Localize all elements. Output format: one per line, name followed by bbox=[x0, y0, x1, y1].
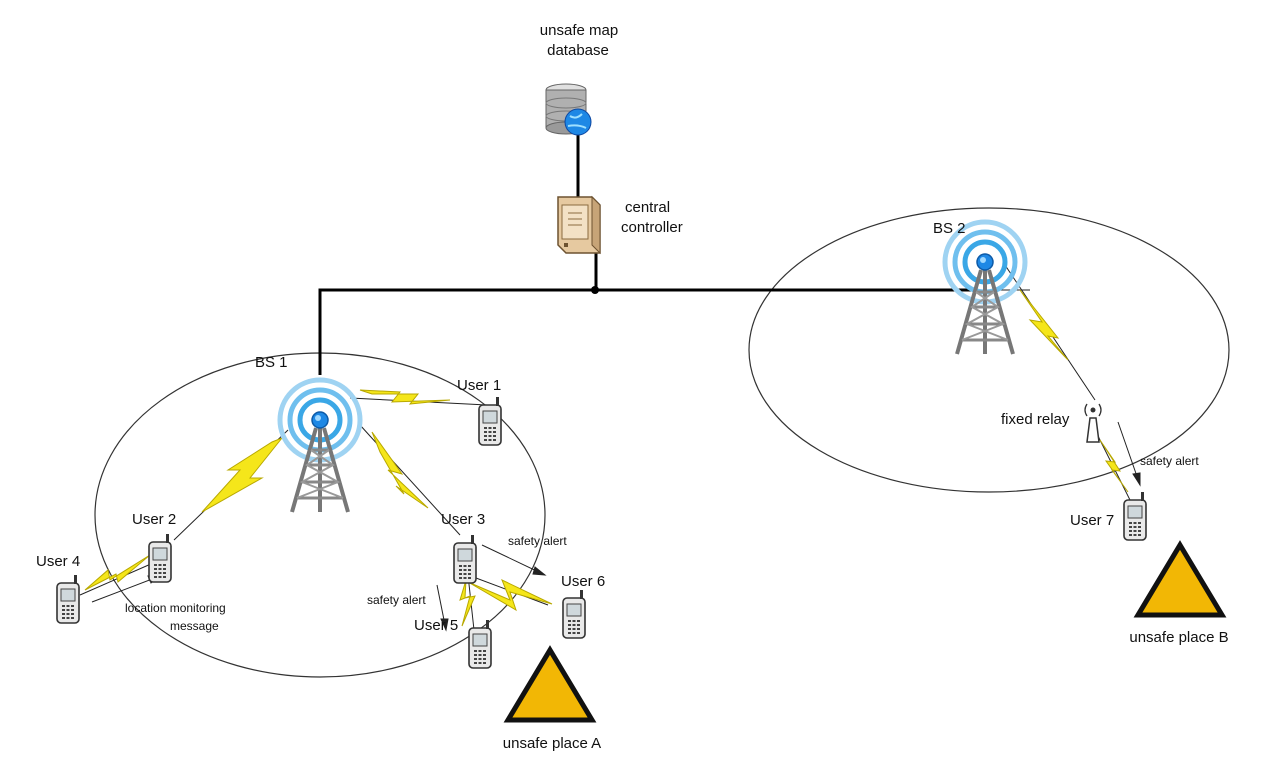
mobile-phone-icon-user4 bbox=[56, 574, 80, 624]
warning-triangle-icon-a bbox=[508, 650, 592, 720]
location-message-label-line1: location monitoring bbox=[125, 601, 226, 615]
safety-alert-label-user6: safety alert bbox=[508, 534, 567, 548]
wireless-links bbox=[84, 289, 1129, 627]
radio-tower-icon-bs1 bbox=[280, 380, 360, 512]
mobile-phone-icon-user1 bbox=[478, 396, 502, 446]
mobile-phone-icon-user7 bbox=[1123, 491, 1147, 541]
lightning-icon bbox=[459, 579, 476, 627]
wire-junction bbox=[591, 286, 599, 294]
user7-label: User 7 bbox=[1070, 512, 1114, 529]
warning-triangle-icon-b bbox=[1138, 545, 1222, 615]
safety-alert-label-user7: safety alert bbox=[1140, 454, 1199, 468]
lightning-icon bbox=[201, 436, 284, 513]
bs2-coverage-area bbox=[748, 207, 1230, 493]
mobile-phone-icon-user5 bbox=[468, 619, 492, 669]
database-icon bbox=[545, 83, 592, 136]
location-message-label-line2: message bbox=[170, 619, 219, 633]
server-icon bbox=[557, 195, 601, 255]
antenna-icon bbox=[1084, 403, 1102, 443]
message-arrows bbox=[91, 421, 1141, 632]
backbone-wires bbox=[318, 135, 975, 375]
lightning-icon bbox=[467, 578, 553, 612]
user6-label: User 6 bbox=[561, 573, 605, 590]
unsafe-place-a-label: unsafe place A bbox=[503, 735, 601, 752]
bs1-label: BS 1 bbox=[255, 354, 288, 371]
lightning-icon bbox=[1019, 289, 1069, 361]
lightning-icon bbox=[1099, 439, 1129, 493]
user4-label: User 4 bbox=[36, 553, 80, 570]
mobile-phone-icon-user3 bbox=[453, 534, 477, 584]
controller-label-line1: central bbox=[625, 199, 670, 216]
database-label-line2: database bbox=[547, 42, 609, 59]
user1-label: User 1 bbox=[457, 377, 501, 394]
radio-tower-icon-bs2 bbox=[945, 222, 1025, 354]
lightning-icon bbox=[371, 431, 429, 509]
safety-alert-label-user5: safety alert bbox=[367, 593, 426, 607]
unsafe-place-b-label: unsafe place B bbox=[1129, 629, 1228, 646]
bs2-label: BS 2 bbox=[933, 220, 966, 237]
mobile-phone-icon-user2 bbox=[148, 533, 172, 583]
fixed-relay-label: fixed relay bbox=[1001, 411, 1070, 428]
lightning-icon bbox=[359, 389, 451, 405]
mobile-phone-icon-user6 bbox=[562, 589, 586, 639]
controller-label-line2: controller bbox=[621, 219, 683, 236]
database-label-line1: unsafe map bbox=[540, 22, 618, 39]
user5-label: User 5 bbox=[414, 617, 458, 634]
user3-label: User 3 bbox=[441, 511, 485, 528]
user2-label: User 2 bbox=[132, 511, 176, 528]
